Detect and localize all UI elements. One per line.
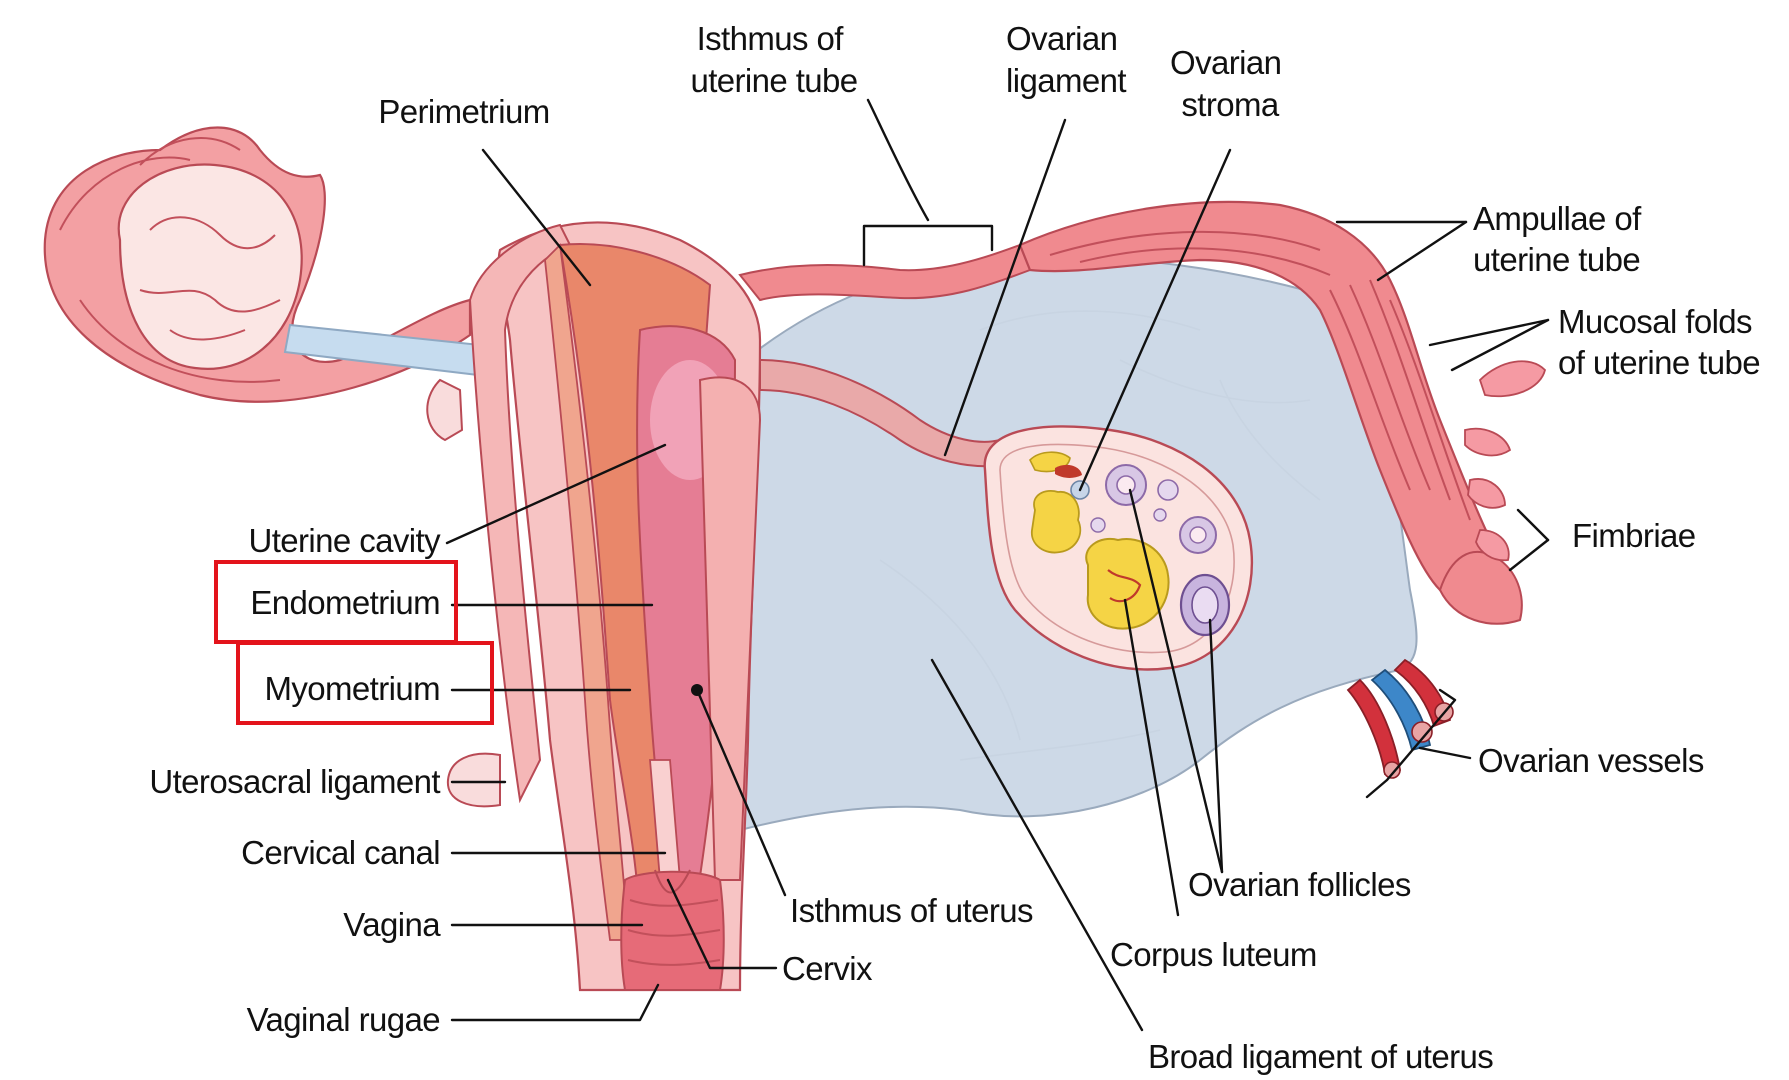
label-isthmus-of-uterine-tube: Isthmus of uterine tube xyxy=(690,20,857,99)
label-mucosal-folds-of-uterine-tube: Mucosal folds of uterine tube xyxy=(1558,303,1761,381)
label-endometrium: Endometrium xyxy=(250,584,440,621)
label-fimbriae: Fimbriae xyxy=(1572,517,1696,554)
label-vaginal-rugae: Vaginal rugae xyxy=(247,1001,440,1038)
label-ovarian-vessels: Ovarian vessels xyxy=(1478,742,1704,779)
label-ovarian-follicles: Ovarian follicles xyxy=(1188,866,1411,903)
uterosacral-ligament xyxy=(448,754,500,807)
label-uterine-cavity: Uterine cavity xyxy=(248,522,441,559)
label-vagina: Vagina xyxy=(343,906,441,943)
label-uterosacral-ligament: Uterosacral ligament xyxy=(149,763,440,800)
label-perimetrium: Perimetrium xyxy=(378,93,549,130)
label-ampullae-of-uterine-tube: Ampullae of uterine tube xyxy=(1473,200,1649,278)
label-myometrium: Myometrium xyxy=(264,670,440,707)
label-isthmus-of-uterus: Isthmus of uterus xyxy=(790,892,1033,929)
label-cervix: Cervix xyxy=(782,950,873,987)
label-ovarian-stroma: Ovarian stroma xyxy=(1170,44,1290,123)
label-cervical-canal: Cervical canal xyxy=(241,834,440,871)
label-broad-ligament-of-uterus: Broad ligament of uterus xyxy=(1148,1038,1493,1075)
label-corpus-luteum: Corpus luteum xyxy=(1110,936,1317,973)
label-ovarian-ligament: Ovarian ligament xyxy=(1006,20,1126,99)
